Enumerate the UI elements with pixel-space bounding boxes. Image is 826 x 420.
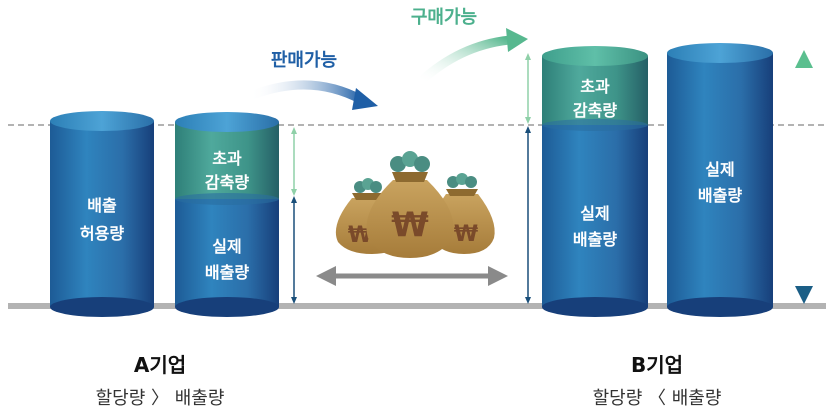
- ground-line: [8, 303, 826, 309]
- a-measure-arrows: [291, 127, 297, 304]
- a-actual-label-1: 실제: [212, 237, 241, 256]
- sell-label: 판매가능: [271, 50, 337, 71]
- buy-arrow: 구매가능: [411, 7, 528, 87]
- a-allowance-label-1: 배출: [87, 196, 117, 215]
- b-actual-cylinder: 초과 감축량 실제 배출량: [542, 46, 648, 317]
- a-actual-label-2: 배출량: [205, 263, 249, 282]
- buy-label: 구매가능: [411, 7, 477, 28]
- b-measure-arrows: [525, 53, 531, 304]
- sell-arrow: 판매가능: [245, 50, 378, 110]
- company-b-name: B기업: [631, 353, 683, 377]
- trade-double-arrow: [316, 266, 508, 286]
- bag-right-symbol: ₩: [454, 222, 478, 247]
- money-bags-icon: ₩ ₩ ₩: [335, 151, 495, 258]
- b-excess-label-2: 감축량: [573, 101, 617, 120]
- b-actual-label-1: 실제: [580, 204, 609, 223]
- a-allowance-cylinder: 배출 허용량: [50, 111, 154, 317]
- a-allowance-label-2: 허용량: [80, 224, 124, 243]
- bag-center-symbol: ₩: [391, 205, 429, 245]
- company-b-relation: 할당량 〈 배출량: [593, 388, 722, 409]
- b-total-label-2: 배출량: [698, 186, 742, 205]
- b-total-cylinder: 실제 배출량: [667, 43, 773, 317]
- b-excess-label-1: 초과: [580, 77, 610, 96]
- company-a-name: A기업: [134, 353, 186, 377]
- a-excess-label-2: 감축량: [205, 173, 249, 192]
- b-actual-label-2: 배출량: [573, 230, 617, 249]
- b-total-label-1: 실제: [705, 160, 734, 179]
- b-total-arrow: [795, 50, 813, 304]
- company-a-relation: 할당량 〉 배출량: [96, 388, 225, 409]
- a-excess-label-1: 초과: [212, 149, 242, 168]
- a-actual-cylinder: 초과 감축량 실제 배출량: [175, 112, 279, 317]
